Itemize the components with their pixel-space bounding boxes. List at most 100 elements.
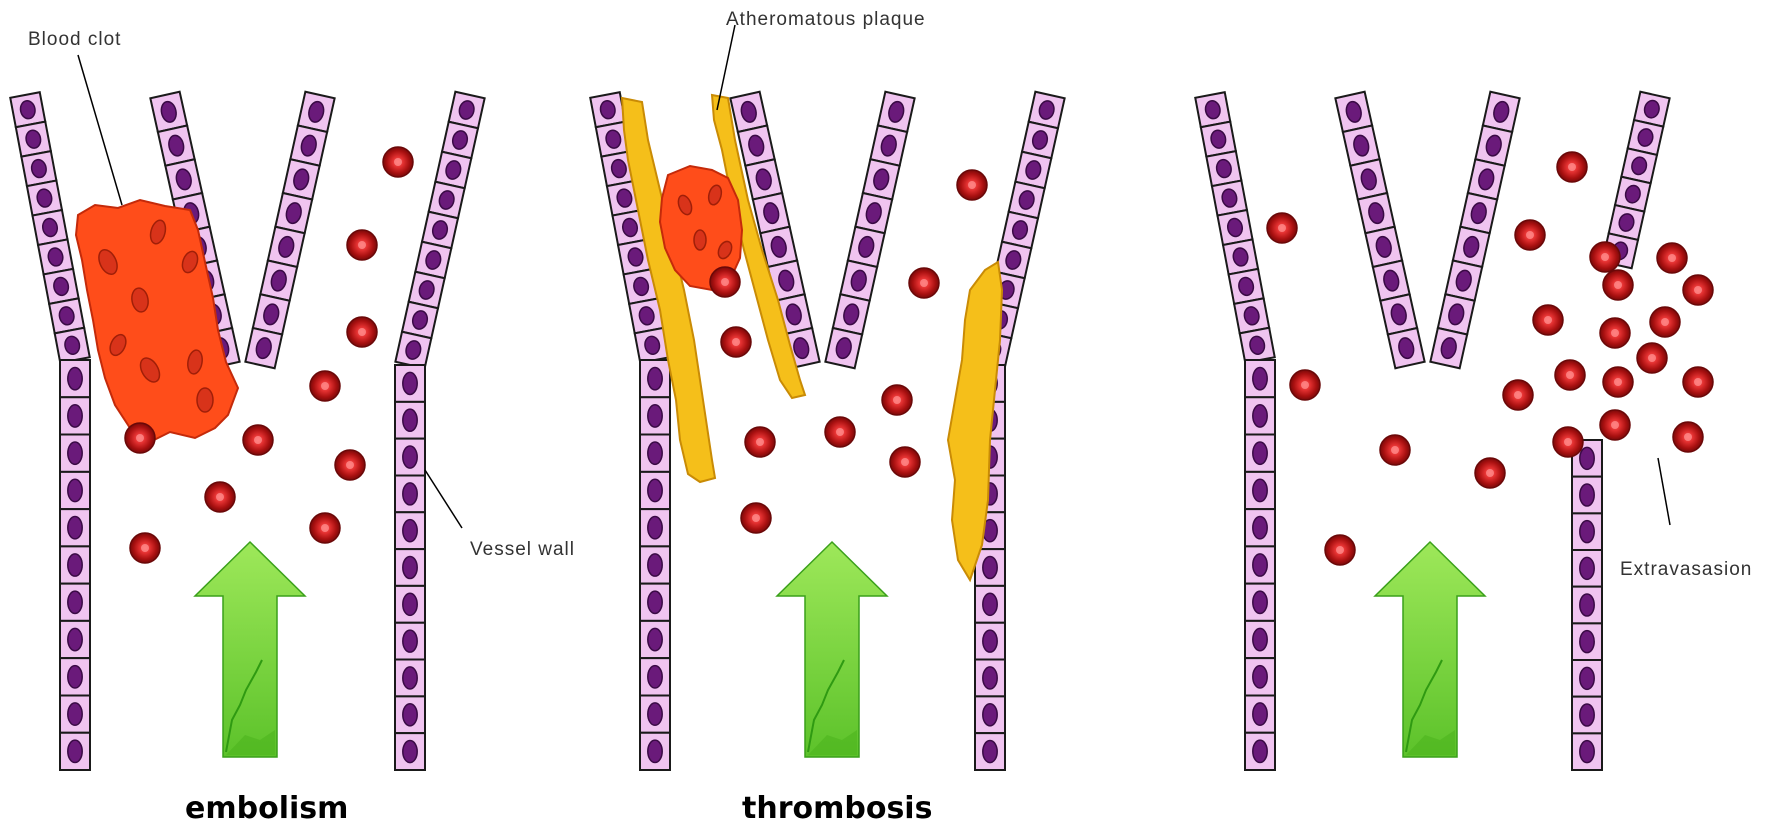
cell-nucleus bbox=[68, 517, 82, 539]
red-blood-cell bbox=[1290, 370, 1320, 400]
cell-nucleus bbox=[648, 517, 662, 539]
red-blood-cell bbox=[383, 147, 413, 177]
red-blood-cell bbox=[1380, 435, 1410, 465]
cell-nucleus bbox=[648, 666, 662, 688]
cell-nucleus bbox=[403, 630, 417, 652]
cell-nucleus bbox=[403, 741, 417, 763]
cell-nucleus bbox=[1580, 631, 1594, 653]
red-blood-cell bbox=[1600, 410, 1630, 440]
red-blood-cell bbox=[347, 317, 377, 347]
cell-nucleus bbox=[1253, 628, 1267, 650]
red-blood-cell bbox=[1650, 307, 1680, 337]
cell-nucleus bbox=[1253, 554, 1267, 576]
red-blood-cell bbox=[125, 423, 155, 453]
cell-nucleus bbox=[1580, 447, 1594, 469]
red-blood-cell bbox=[1555, 360, 1585, 390]
left-outer-wall-stem bbox=[1245, 360, 1275, 770]
blood-clot-label: Blood clot bbox=[28, 29, 121, 50]
cell-nucleus bbox=[1580, 667, 1594, 689]
vessel-wall-label: Vessel wall bbox=[470, 539, 575, 560]
blood-clot-pointer bbox=[78, 55, 122, 205]
red-blood-cell bbox=[1503, 380, 1533, 410]
cell-nucleus bbox=[648, 367, 662, 389]
cell-nucleus bbox=[648, 591, 662, 613]
divider-left-arm bbox=[1335, 92, 1424, 369]
cell-nucleus bbox=[1253, 479, 1267, 501]
cell-nucleus bbox=[403, 409, 417, 431]
cell-nucleus bbox=[68, 628, 82, 650]
cell-nucleus bbox=[648, 479, 662, 501]
right-outer-wall-upper-broken bbox=[1602, 92, 1669, 269]
cell-nucleus bbox=[1253, 517, 1267, 539]
cell-nucleus bbox=[403, 704, 417, 726]
cell-nucleus bbox=[68, 479, 82, 501]
cell-nucleus bbox=[1253, 703, 1267, 725]
cell-nucleus bbox=[403, 483, 417, 505]
cell-nucleus bbox=[1580, 521, 1594, 543]
red-blood-cell bbox=[909, 268, 939, 298]
right-outer-wall-stem-broken bbox=[1572, 440, 1602, 770]
cell-nucleus bbox=[983, 593, 997, 615]
cell-nucleus bbox=[648, 628, 662, 650]
red-blood-cell bbox=[1637, 343, 1667, 373]
cell-nucleus bbox=[403, 372, 417, 394]
red-blood-cell bbox=[1600, 318, 1630, 348]
red-blood-cell bbox=[310, 513, 340, 543]
left-outer-wall-upper bbox=[1195, 92, 1274, 363]
cell-nucleus bbox=[648, 740, 662, 762]
red-blood-cell bbox=[1475, 458, 1505, 488]
red-blood-cell bbox=[335, 450, 365, 480]
cell-nucleus bbox=[403, 556, 417, 578]
red-blood-cell bbox=[1673, 422, 1703, 452]
cell-nucleus bbox=[403, 446, 417, 468]
cell-nucleus bbox=[68, 591, 82, 613]
red-blood-cell bbox=[1515, 220, 1545, 250]
right-outer-wall-stem bbox=[395, 365, 425, 770]
vessel-wall-pointer bbox=[425, 470, 462, 528]
red-blood-cell bbox=[130, 533, 160, 563]
red-blood-cell bbox=[1683, 367, 1713, 397]
divider-right-arm bbox=[1430, 92, 1519, 369]
cell-nucleus bbox=[648, 405, 662, 427]
blood-flow-arrow bbox=[1375, 542, 1485, 757]
red-blood-cell bbox=[882, 385, 912, 415]
red-blood-cell bbox=[1325, 535, 1355, 565]
thrombosis-caption: thrombosis bbox=[742, 791, 932, 826]
atheromatous-plaque-label: Atheromatous plaque bbox=[726, 9, 926, 30]
cell-nucleus bbox=[1580, 594, 1594, 616]
cell-nucleus bbox=[1253, 740, 1267, 762]
cell-nucleus bbox=[1253, 666, 1267, 688]
left-outer-wall-stem bbox=[60, 360, 90, 770]
cell-nucleus bbox=[983, 630, 997, 652]
red-blood-cell bbox=[957, 170, 987, 200]
cell-nucleus bbox=[1580, 704, 1594, 726]
red-blood-cell bbox=[890, 447, 920, 477]
cell-nucleus bbox=[648, 703, 662, 725]
divider-right-arm bbox=[825, 92, 914, 369]
red-blood-cell bbox=[741, 503, 771, 533]
divider-right-arm bbox=[245, 92, 334, 369]
red-blood-cell bbox=[1533, 305, 1563, 335]
cell-nucleus bbox=[68, 554, 82, 576]
cell-nucleus bbox=[403, 593, 417, 615]
red-blood-cell bbox=[1590, 242, 1620, 272]
extravasation-label: Extravasasion bbox=[1620, 559, 1752, 580]
red-blood-cell bbox=[1553, 427, 1583, 457]
red-blood-cell bbox=[205, 482, 235, 512]
cell-nucleus bbox=[648, 442, 662, 464]
red-blood-cell bbox=[1267, 213, 1297, 243]
red-blood-cell bbox=[1603, 367, 1633, 397]
cell-nucleus bbox=[68, 405, 82, 427]
red-blood-cell bbox=[1657, 243, 1687, 273]
cell-nucleus bbox=[68, 442, 82, 464]
right-outer-wall-upper bbox=[395, 92, 484, 369]
red-blood-cell bbox=[1557, 152, 1587, 182]
cell-nucleus bbox=[68, 367, 82, 389]
cell-nucleus bbox=[1580, 557, 1594, 579]
red-blood-cell bbox=[1683, 275, 1713, 305]
cell-nucleus bbox=[1253, 405, 1267, 427]
cell-nucleus bbox=[648, 554, 662, 576]
cell-nucleus bbox=[1580, 484, 1594, 506]
cell-nucleus bbox=[68, 666, 82, 688]
